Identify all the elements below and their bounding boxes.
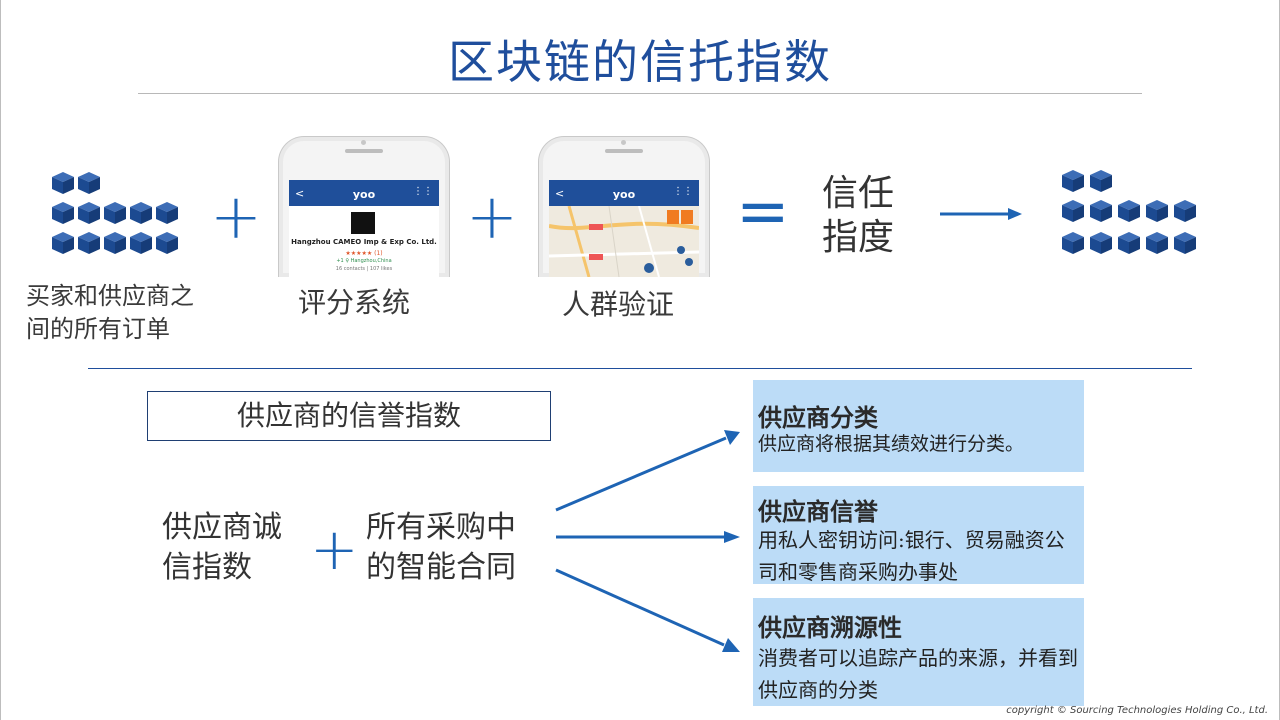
phone-speaker xyxy=(345,149,383,153)
app-header: < yoo ⋮⋮ xyxy=(289,180,439,206)
orders-label-line-1: 买家和供应商之 xyxy=(26,282,194,310)
camera-dot xyxy=(361,140,366,145)
grid-icon[interactable]: ⋮⋮ xyxy=(673,186,693,197)
supplier-reputation-index-box: 供应商的信誉指数 xyxy=(147,391,551,441)
app-logo: yoo xyxy=(612,188,636,201)
orders-label-line-2: 间的所有订单 xyxy=(26,315,170,343)
trust-line-1: 信任 xyxy=(822,173,895,214)
cube-cluster-left-icon xyxy=(52,172,178,254)
info-title: 供应商溯源性 xyxy=(758,613,902,642)
supplier-integrity-index: 供应商诚 信指数 xyxy=(162,508,282,588)
copyright-notice: copyright © Sourcing Technologies Holdin… xyxy=(1006,705,1268,716)
map-view xyxy=(549,206,699,277)
trust-line-2: 指度 xyxy=(822,217,895,258)
info-box-reputation: 供应商信誉 用私人密钥访问:银行、贸易融资公司和零售商采购办事处 xyxy=(753,486,1084,584)
contracts-line-2: 的智能合同 xyxy=(366,550,516,585)
title-divider xyxy=(138,93,1142,94)
trust-index-label: 信任 指度 xyxy=(822,172,894,260)
phone-speaker xyxy=(605,149,643,153)
info-desc: 用私人密钥访问:银行、贸易融资公司和零售商采购办事处 xyxy=(758,528,1065,584)
company-name: Hangzhou CAMEO Imp & Exp Co. Ltd. xyxy=(291,238,437,246)
frame-border-left xyxy=(0,0,1,720)
company-logo xyxy=(351,212,375,234)
equals-sign: = xyxy=(736,175,790,249)
smart-contracts-label: 所有采购中 的智能合同 xyxy=(366,508,516,588)
integrity-line-2: 信指数 xyxy=(162,550,252,585)
info-desc: 消费者可以追踪产品的来源，并看到供应商的分类 xyxy=(758,646,1078,702)
plus-sign-2: + xyxy=(466,180,518,253)
rating-phone-mockup: < yoo ⋮⋮ Hangzhou CAMEO Imp & Exp Co. Lt… xyxy=(278,136,450,277)
info-desc: 供应商将根据其绩效进行分类。 xyxy=(758,433,1025,455)
info-box-traceability: 供应商溯源性 消费者可以追踪产品的来源，并看到供应商的分类 xyxy=(753,598,1084,706)
info-title: 供应商分类 xyxy=(758,403,878,432)
rating-system-label: 评分系统 xyxy=(298,286,411,319)
company-location: +1 ♀ Hangzhou,China xyxy=(336,258,392,264)
plus-sign-1: + xyxy=(210,180,262,253)
phone-screen: < yoo ⋮⋮ xyxy=(549,180,699,277)
phone-screen: < yoo ⋮⋮ Hangzhou CAMEO Imp & Exp Co. Lt… xyxy=(289,180,439,277)
contracts-line-1: 所有采购中 xyxy=(366,510,516,545)
camera-dot xyxy=(621,140,626,145)
info-box-classification: 供应商分类 供应商将根据其绩效进行分类。 xyxy=(753,380,1084,472)
app-header: < yoo ⋮⋮ xyxy=(549,180,699,206)
grid-icon[interactable]: ⋮⋮ xyxy=(413,186,433,197)
orders-label: 买家和供应商之 间的所有订单 xyxy=(26,280,194,346)
back-icon[interactable]: < xyxy=(295,187,305,200)
slide-title: 区块链的信托指数 xyxy=(448,35,832,89)
crowd-phone-mockup: < yoo ⋮⋮ xyxy=(538,136,710,277)
app-logo: yoo xyxy=(352,188,376,201)
cube-cluster-right-icon xyxy=(1062,170,1196,254)
info-title: 供应商信誉 xyxy=(758,497,878,526)
section-divider xyxy=(88,368,1192,369)
crowd-verification-label: 人群验证 xyxy=(562,288,675,321)
integrity-line-1: 供应商诚 xyxy=(162,510,282,545)
rating-stars: ★★★★★ (1) xyxy=(345,250,383,257)
plus-sign-3: + xyxy=(310,515,359,583)
back-icon[interactable]: < xyxy=(555,187,565,200)
company-contacts: 16 contacts | 107 likes xyxy=(335,266,393,272)
